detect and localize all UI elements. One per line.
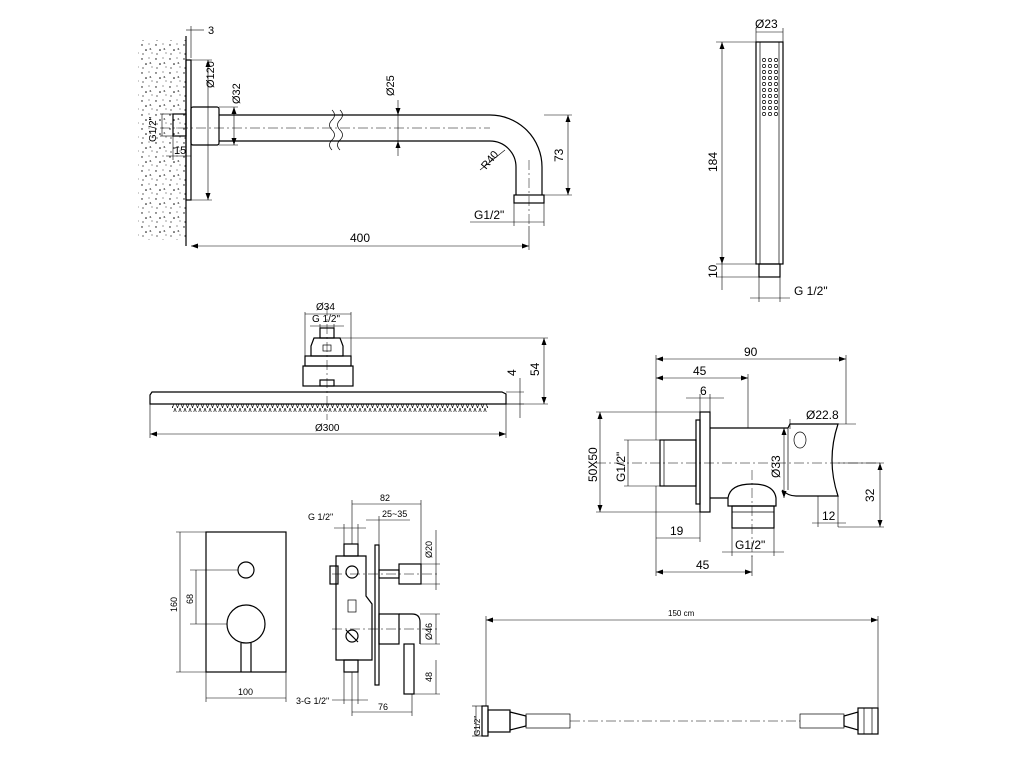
- outlet-depth-label: 90: [744, 345, 758, 359]
- mixer-side-view: G 1/2" 82 25~35 Ø20 Ø46 48 3-G 1/2": [296, 493, 440, 716]
- hand-shower-base: [758, 263, 781, 278]
- mixer-cover-plate: [374, 544, 380, 686]
- mixer-front-view: 160 68 100: [169, 531, 287, 702]
- hand-shower-diameter-label: Ø23: [755, 17, 778, 31]
- mixer-body-depth-label: 76: [378, 702, 388, 712]
- bend-radius-label: R40: [479, 149, 501, 172]
- mixer-lever-rosette: [226, 604, 266, 644]
- rain-head-nozzles: [172, 404, 488, 412]
- mixer-plate: [205, 531, 287, 673]
- outlet-thread-label-bottom: G1/2": [735, 538, 765, 552]
- shower-arm-view: 3 Ø120 Ø32 Ø25 G1/2" 15 R40 73: [138, 25, 572, 250]
- wall-flange: [185, 59, 192, 201]
- collar-diameter-label: Ø32: [231, 83, 243, 104]
- thread-depth-label: 15: [174, 145, 186, 157]
- body-diameter-label: Ø33: [769, 455, 783, 478]
- drop-height-label: 73: [552, 148, 566, 162]
- flange-thickness-label: 3: [208, 25, 214, 37]
- mixer-adjust-label: 25~35: [382, 509, 407, 519]
- inlet-length-label: 19: [670, 524, 684, 538]
- mixer-body: [335, 555, 373, 661]
- mixer-depth-label: 82: [380, 493, 390, 503]
- inlet-thread-label: G1/2": [614, 452, 628, 482]
- lever-diameter-label: Ø46: [424, 623, 434, 640]
- flange-diameter-label: Ø120: [205, 61, 217, 88]
- rain-head-thread-label: G 1/2": [312, 314, 340, 325]
- diverter-knob: [237, 561, 255, 579]
- mixer-plate-height-label: 160: [169, 597, 179, 612]
- lever-height-label: 48: [424, 672, 434, 682]
- hose-right-braid: [799, 713, 845, 729]
- mixer-plate-width-label: 100: [238, 687, 253, 697]
- hose-thread-label: G1/2": [473, 716, 482, 736]
- wall-outlet-view: 90 45 6 Ø22.8 50X50 G1/2" Ø33: [586, 345, 884, 576]
- hose-left-braid: [525, 713, 571, 729]
- holder-diameter-label: Ø22.8: [806, 408, 839, 422]
- rain-head-plate: [149, 391, 507, 405]
- mixer-thread-bottom-label: 3-G 1/2": [296, 696, 329, 706]
- pipe-diameter-label: Ø25: [385, 75, 397, 96]
- knob-diameter-label: Ø20: [424, 541, 434, 558]
- holder-width-label: 12: [822, 509, 836, 523]
- hose-left-nut: [481, 705, 489, 737]
- outlet-wall-plate: [699, 411, 711, 513]
- holder-depth-label: 45: [693, 364, 707, 378]
- rain-head-view: Ø34 G 1/2" 4 54 Ø300: [149, 302, 548, 438]
- arm-length-label: 400: [350, 231, 370, 245]
- arm-collar: [190, 106, 220, 146]
- plate-size-label: 50X50: [586, 447, 600, 482]
- handle-offset-label: 68: [185, 594, 195, 604]
- mixer-thread-top-label: G 1/2": [308, 512, 333, 522]
- outlet-bottom-nut: [727, 483, 777, 507]
- outlet-holder-cup: [781, 423, 839, 497]
- outlet-offset-label: 32: [863, 488, 877, 502]
- rain-head-height-label: 54: [528, 362, 542, 376]
- hand-shower-thread-label: G 1/2": [794, 284, 828, 298]
- outlet-offset-depth-label: 45: [696, 558, 710, 572]
- wall-thread-label: G1/2": [148, 116, 159, 142]
- base-height-label: 10: [706, 264, 720, 278]
- connector-diameter-label: Ø34: [316, 302, 335, 313]
- plate-thickness-label-outlet: 6: [700, 384, 707, 398]
- hose-view: 150 cm G1/2": [472, 609, 879, 737]
- hand-shower-view: Ø23 184 10 G 1/2": [706, 17, 828, 302]
- nozzle-grid: [762, 58, 778, 116]
- wall-section: [138, 40, 186, 240]
- plate-diameter-label: Ø300: [315, 423, 340, 434]
- outlet-thread-label: G1/2": [474, 208, 504, 222]
- wall-thread: [172, 113, 187, 137]
- hose-length-label: 150 cm: [668, 609, 695, 618]
- hand-shower-length-label: 184: [706, 152, 720, 172]
- plate-thickness-label: 4: [505, 369, 519, 376]
